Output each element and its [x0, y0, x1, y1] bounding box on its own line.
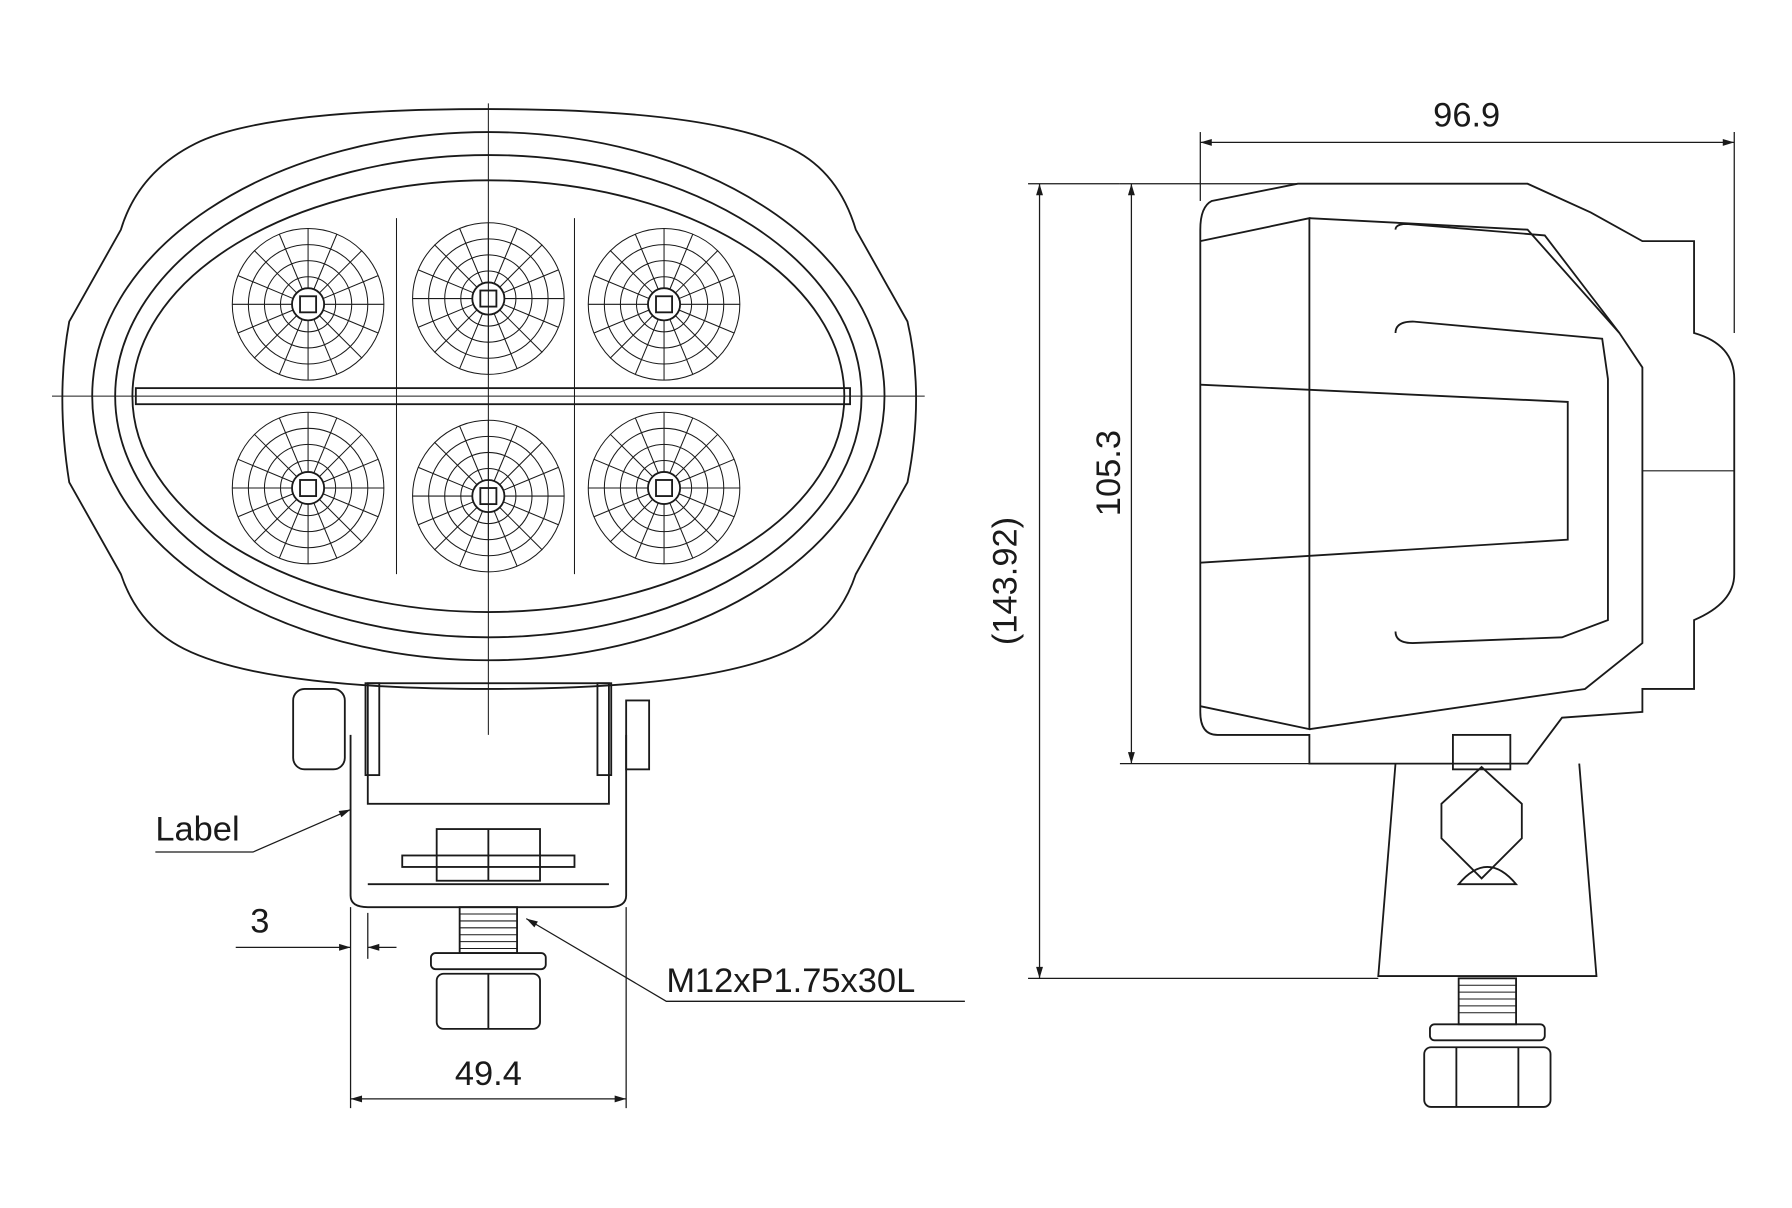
housing-outer [61, 108, 917, 690]
side-view: 96.9 105.3 (143.92) [987, 96, 1736, 1108]
dimension-offset: 3 [250, 902, 269, 940]
label-callout: Label [155, 811, 239, 849]
bolt-callout: M12xP1.75x30L [666, 962, 915, 1000]
led-reflector-1 [231, 227, 385, 382]
center-bar [134, 387, 851, 406]
bolt-thread [430, 906, 547, 1030]
dimension-body-height: 105.3 [1090, 430, 1128, 516]
led-reflector-3 [587, 227, 741, 382]
led-reflectors [231, 221, 741, 573]
dimension-overall-height: (143.92) [987, 517, 1025, 645]
side-housing [1199, 182, 1736, 765]
mounting-bracket [292, 682, 651, 1030]
dimension-depth: 96.9 [1433, 96, 1500, 134]
led-reflector-4 [231, 411, 385, 565]
front-view: 49.4 3 Label M12xP1.75x30L [52, 103, 965, 1109]
led-reflector-6 [587, 411, 741, 565]
dimension-width: 49.4 [455, 1055, 522, 1093]
side-mount [1377, 733, 1598, 1108]
